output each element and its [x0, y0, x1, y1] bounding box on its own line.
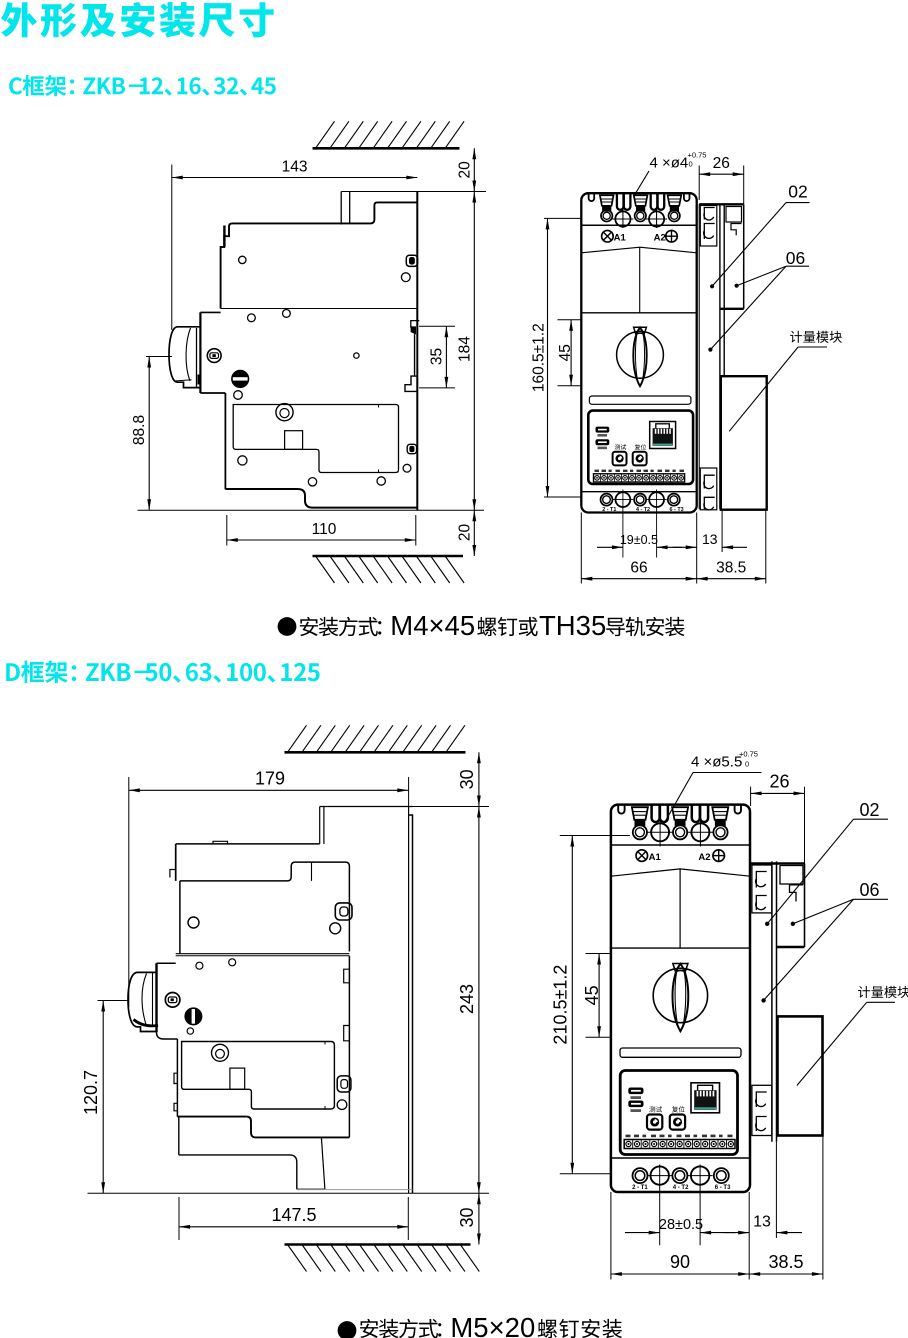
- svg-text:M5×20: M5×20: [450, 1312, 535, 1338]
- svg-text:143: 143: [282, 159, 308, 176]
- svg-text:38.5: 38.5: [716, 560, 746, 577]
- svg-text:88.8: 88.8: [131, 415, 148, 445]
- svg-text:90: 90: [670, 1252, 690, 1272]
- svg-text:M4×45: M4×45: [390, 610, 475, 641]
- svg-text:120.7: 120.7: [81, 1070, 101, 1115]
- svg-text:02: 02: [788, 181, 807, 201]
- svg-text:13: 13: [753, 1214, 771, 1231]
- svg-text:45: 45: [582, 985, 602, 1005]
- svg-text:A1: A1: [649, 852, 662, 863]
- svg-text:2 - T1: 2 - T1: [602, 507, 616, 513]
- svg-text:30: 30: [457, 1207, 477, 1227]
- svg-text:38.5: 38.5: [768, 1252, 803, 1272]
- svg-text:0: 0: [745, 760, 749, 769]
- svg-text:20: 20: [456, 161, 473, 179]
- svg-text:TH35: TH35: [539, 610, 606, 641]
- svg-text:66: 66: [630, 560, 647, 577]
- svg-text:2 - T1: 2 - T1: [632, 1185, 648, 1191]
- svg-text:6 - T3: 6 - T3: [715, 1185, 731, 1191]
- svg-text:06: 06: [859, 880, 879, 900]
- svg-text:28±0.5: 28±0.5: [659, 1217, 703, 1233]
- svg-text:179: 179: [255, 768, 285, 788]
- svg-text:26: 26: [713, 155, 730, 172]
- svg-text:45: 45: [557, 344, 574, 361]
- svg-text:06: 06: [786, 248, 805, 268]
- svg-text:4 ×ø4: 4 ×ø4: [650, 155, 689, 172]
- svg-text:110: 110: [312, 521, 337, 538]
- svg-text:30: 30: [457, 769, 477, 789]
- svg-text:243: 243: [457, 984, 477, 1014]
- svg-text:35: 35: [428, 348, 445, 365]
- svg-text:A2: A2: [698, 852, 710, 863]
- svg-text:147.5: 147.5: [271, 1205, 316, 1225]
- svg-text:4 - T2: 4 - T2: [636, 507, 650, 513]
- svg-text:210.5±1.2: 210.5±1.2: [550, 965, 570, 1045]
- svg-text:+0.75: +0.75: [688, 151, 707, 160]
- svg-text:0: 0: [689, 160, 693, 169]
- svg-text:4 ×ø5.5: 4 ×ø5.5: [691, 754, 742, 771]
- svg-text:A2: A2: [654, 232, 666, 243]
- svg-text:4 - T2: 4 - T2: [673, 1185, 689, 1191]
- svg-text:26: 26: [769, 771, 789, 791]
- svg-text:20: 20: [456, 524, 473, 542]
- svg-text:13: 13: [702, 531, 718, 547]
- svg-text:160.5±1.2: 160.5±1.2: [531, 323, 548, 392]
- svg-text:184: 184: [456, 336, 473, 362]
- svg-text:A1: A1: [614, 232, 627, 243]
- svg-text:+0.75: +0.75: [739, 749, 758, 758]
- svg-text:02: 02: [859, 800, 879, 820]
- svg-text:6 - T3: 6 - T3: [670, 507, 684, 513]
- svg-text:19±0.5: 19±0.5: [620, 533, 658, 547]
